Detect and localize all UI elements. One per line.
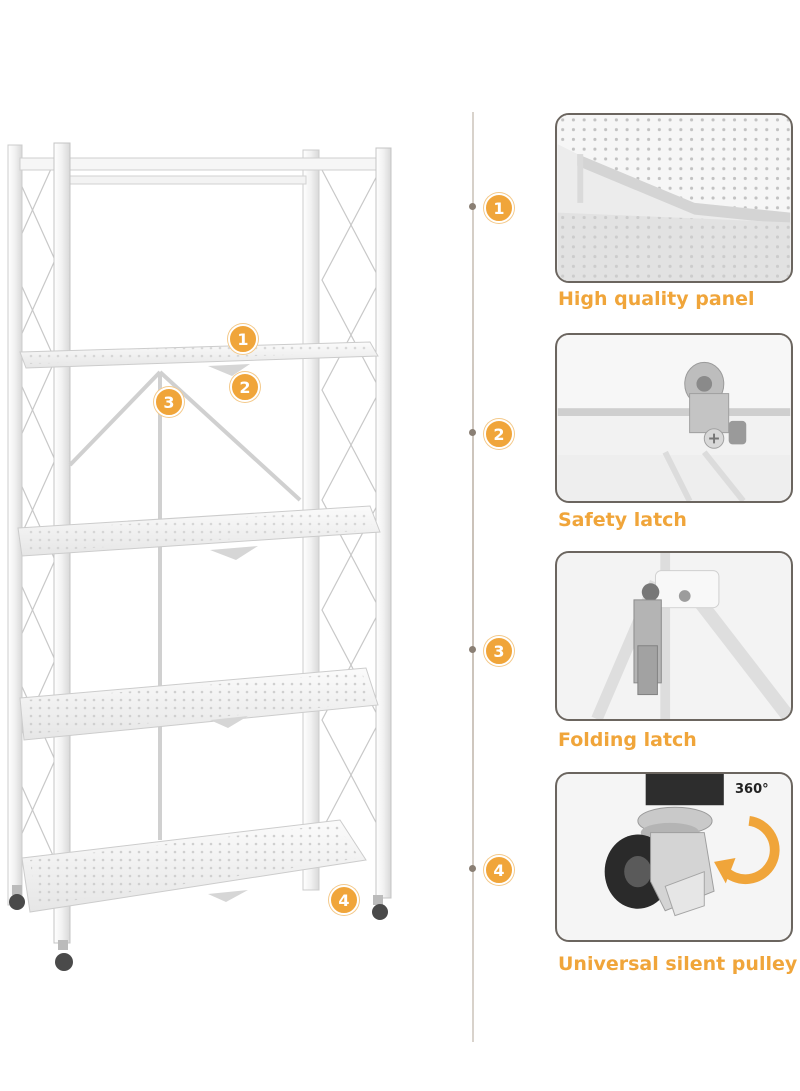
timeline-dot-4 [469, 865, 476, 872]
timeline-dot-1 [469, 203, 476, 210]
caster-wheels [9, 885, 388, 971]
feature-caption-1: High quality panel [558, 288, 755, 310]
feature-panel-folding-latch [555, 551, 793, 721]
feature-panel-universal-silent-pulley: 360° [555, 772, 793, 942]
shelf-4 [21, 819, 367, 913]
shelf-rack-illustration [7, 142, 392, 971]
folding-latch-image [557, 553, 791, 719]
timeline-line [472, 112, 474, 1042]
timeline-marker-4: 4 [484, 855, 514, 885]
feature-caption-2: Safety latch [558, 509, 687, 531]
timeline-dot-3 [469, 646, 476, 653]
rotation-360-label: 360° [735, 782, 769, 797]
caster-wheel-image [557, 774, 791, 940]
timeline-marker-2: 2 [484, 419, 514, 449]
right-side-bracing [321, 169, 381, 831]
shelf-callout-3: 3 [154, 387, 184, 417]
safety-latch-image [557, 335, 791, 501]
feature-caption-3: Folding latch [558, 729, 697, 751]
shelf-callout-2: 2 [230, 372, 260, 402]
shelf-1 [19, 341, 379, 369]
shelf-callout-4: 4 [329, 885, 359, 915]
feature-panel-safety-latch [555, 333, 793, 503]
feature-panel-high-quality-panel [555, 113, 793, 283]
timeline-marker-3: 3 [484, 636, 514, 666]
shelf-2 [17, 505, 381, 557]
shelf-callout-1: 1 [228, 324, 258, 354]
feature-caption-4: Universal silent pulley [558, 953, 798, 975]
timeline-dot-2 [469, 429, 476, 436]
timeline-marker-1: 1 [484, 193, 514, 223]
perforated-panel-image [557, 115, 791, 281]
shelf-3 [19, 667, 379, 741]
